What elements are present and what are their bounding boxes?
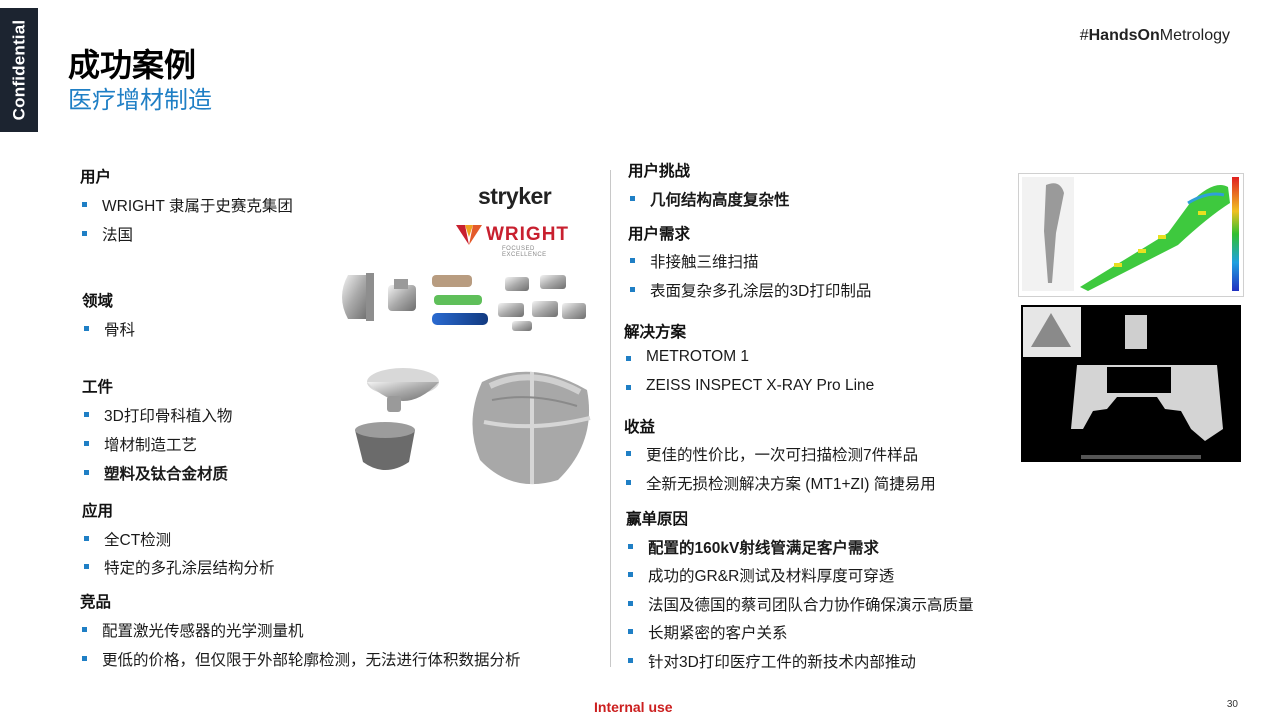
list-item: 表面复杂多孔涂层的3D打印制品 — [628, 279, 871, 301]
list-item: 长期紧密的客户关系 — [626, 621, 788, 643]
list-item: 更低的价格，但仅限于外部轮廓检测，无法进行体积数据分析 — [80, 648, 521, 670]
page-subtitle: 医疗增材制造 — [68, 87, 212, 114]
list-item: 特定的多孔涂层结构分析 — [82, 556, 275, 578]
list-item: 全新无损检测解决方案 (MT1+ZI) 简捷易用 — [624, 472, 936, 494]
confidential-label: Confidential — [9, 19, 28, 121]
ct-slice-image — [1021, 305, 1241, 462]
hashtag: #HandsOnMetrology — [1079, 27, 1230, 44]
list-item: 针对3D打印医疗工件的新技术内部推动 — [626, 650, 916, 672]
wright-mark-icon — [456, 225, 482, 245]
challenge-heading: 用户挑战 — [628, 163, 691, 180]
list-item: 全CT检测 — [82, 528, 171, 550]
user-heading: 用户 — [80, 169, 112, 186]
list-item: 几何结构高度复杂性 — [628, 188, 790, 210]
reasons-heading: 赢单原因 — [626, 511, 689, 528]
list-item: WRIGHT 隶属于史赛克集团 — [80, 194, 293, 216]
porous-cup-image — [472, 371, 591, 485]
needs-heading: 用户需求 — [628, 226, 691, 243]
list-item: 法国 — [80, 223, 133, 245]
list-item: 配置的160kV射线管满足客户需求 — [626, 536, 879, 558]
internal-use-label: Internal use — [594, 699, 673, 715]
list-item: 非接触三维扫描 — [628, 250, 759, 272]
confidential-tab: Confidential — [0, 8, 38, 132]
list-item: 3D打印骨科植入物 — [82, 404, 232, 426]
list-item: 塑料及钛合金材质 — [82, 462, 228, 484]
page-title: 成功案例 — [68, 47, 197, 83]
list-item: 骨科 — [82, 318, 135, 340]
list-item: 更佳的性价比，一次可扫描检测7件样品 — [624, 443, 918, 465]
competitor-heading: 竞品 — [80, 594, 112, 611]
domain-heading: 领域 — [82, 293, 114, 310]
list-item: 法国及德国的蔡司团队合力协作确保演示高质量 — [626, 593, 974, 615]
acetabular-liner-image — [355, 368, 439, 470]
list-item: 增材制造工艺 — [82, 433, 197, 455]
implant-parts-image — [342, 273, 586, 331]
page-number: 30 — [1226, 699, 1238, 710]
wright-logo: WRIGHT FOCUSED EXCELLENCE — [456, 224, 569, 258]
list-item: 配置激光传感器的光学测量机 — [80, 619, 304, 641]
ct-deviation-colormap-image — [1018, 173, 1244, 297]
application-heading: 应用 — [82, 503, 114, 520]
stryker-logo: stryker — [478, 183, 552, 209]
list-item: METROTOM 1 — [624, 348, 749, 366]
benefit-heading: 收益 — [624, 419, 656, 436]
workpiece-heading: 工件 — [82, 379, 114, 396]
solution-heading: 解决方案 — [624, 324, 687, 341]
column-divider — [610, 170, 611, 667]
list-item: 成功的GR&R测试及材料厚度可穿透 — [626, 564, 894, 586]
list-item: ZEISS INSPECT X-RAY Pro Line — [624, 377, 874, 395]
